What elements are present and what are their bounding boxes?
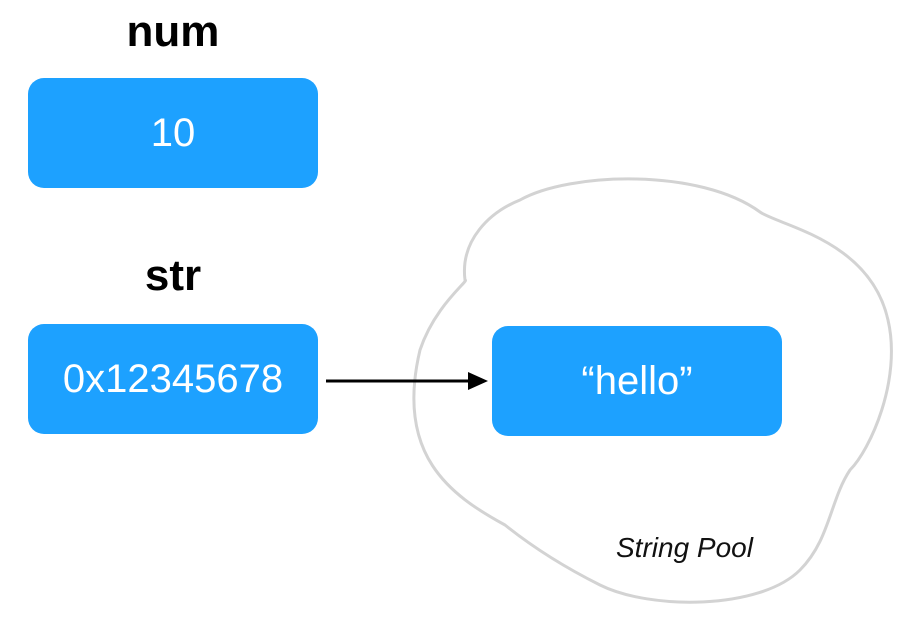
pool-entry-value: “hello” [581, 358, 693, 403]
num-variable-label: num [126, 7, 220, 56]
reference-arrow-head [468, 372, 488, 390]
num-value: 10 [150, 110, 196, 155]
str-value: 0x12345678 [62, 356, 284, 401]
str-value-box: 0x12345678 [28, 324, 318, 434]
string-pool-label: String Pool [616, 532, 753, 563]
pool-entry-box: “hello” [492, 326, 782, 436]
num-value-box: 10 [28, 78, 318, 188]
str-variable-label: str [144, 251, 202, 300]
